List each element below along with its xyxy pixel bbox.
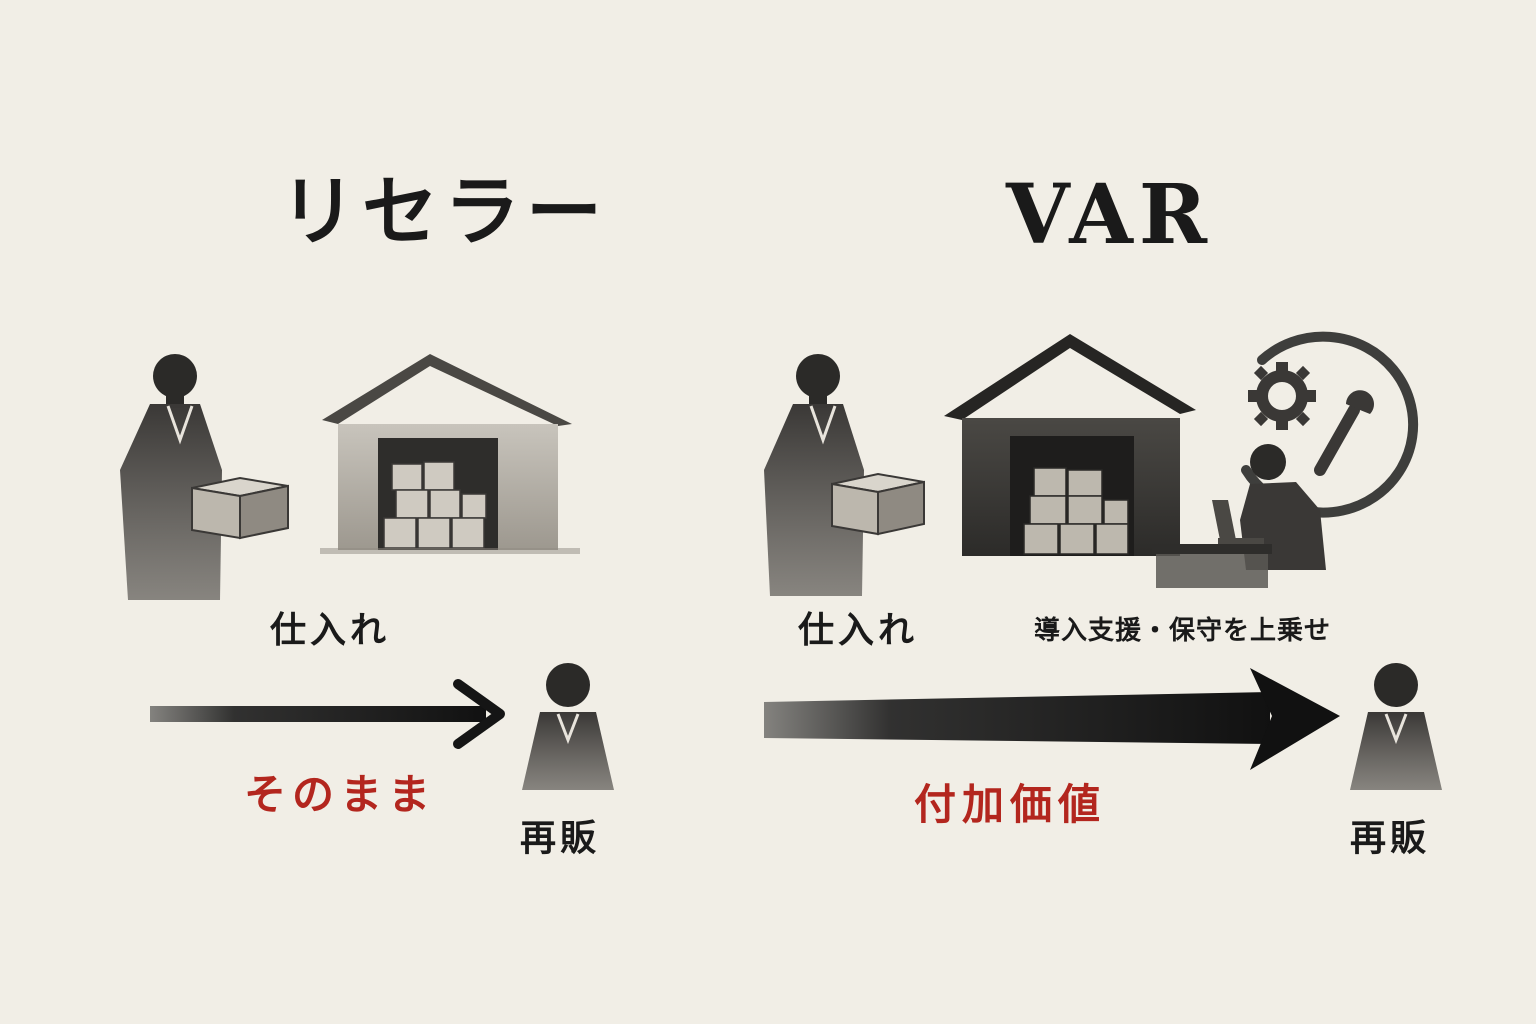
var-title: VAR (1006, 167, 1214, 263)
warehouse-icon (320, 354, 580, 554)
reseller-flow-label: そのまま (244, 770, 437, 819)
var-warehouse-icon (944, 334, 1196, 556)
reseller-purchase-label: 仕入れ (270, 609, 391, 651)
wrench-icon (1314, 390, 1374, 476)
laptop-icon (1212, 500, 1264, 544)
gear-icon (1248, 362, 1316, 430)
merchant-person-icon (120, 354, 222, 600)
desk-icon (1152, 544, 1272, 588)
customer-person-icon (522, 663, 614, 790)
reseller-arrow-icon (150, 679, 505, 749)
box-icon (191, 476, 289, 540)
var-resale-label: 再販 (1350, 817, 1431, 859)
var-customer-person-icon (1350, 663, 1442, 790)
reseller-resale-label: 再販 (520, 817, 601, 859)
var-arrow-icon (764, 668, 1340, 770)
var-purchase-label: 仕入れ (798, 609, 919, 651)
reseller-title: リセラー (280, 167, 608, 256)
var-box-icon (831, 472, 925, 536)
var-merchant-person-icon (764, 354, 864, 596)
var-flow-label: 付加価値 (914, 780, 1107, 829)
var-service-label: 導入支援・保守を上乗せ (1034, 616, 1332, 646)
